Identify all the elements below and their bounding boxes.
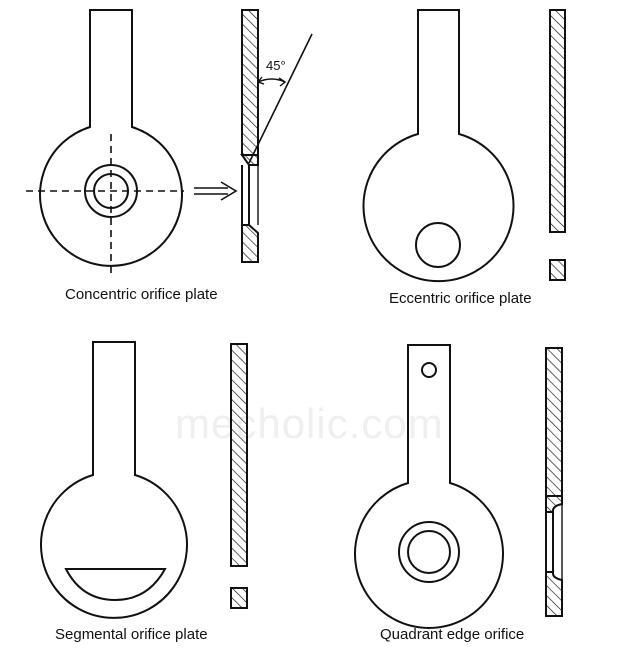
caption-eccentric: Eccentric orifice plate <box>389 290 532 307</box>
eccentric-plate-front <box>362 9 515 283</box>
flow-arrow-icon <box>194 181 238 201</box>
quadrant-small-hole <box>421 362 437 378</box>
bevel-extension-line <box>248 33 313 164</box>
bevel-angle-label: 45° <box>266 58 286 73</box>
caption-quadrant: Quadrant edge orifice <box>380 626 525 643</box>
quadrant-bore-outer <box>398 521 460 583</box>
concentric-plate-section <box>240 9 313 263</box>
quadrant-plate-section <box>545 347 563 617</box>
segmental-plate-front <box>40 341 188 619</box>
eccentric-bore <box>415 222 461 268</box>
caption-segmental: Segmental orifice plate <box>55 626 208 643</box>
quadrant-bore-inner <box>407 530 451 574</box>
segmental-opening <box>64 568 167 602</box>
eccentric-plate-section <box>549 9 566 281</box>
caption-concentric: Concentric orifice plate <box>65 286 218 303</box>
concentric-plate-front <box>26 9 184 278</box>
watermark: mecholic.com <box>175 400 444 447</box>
segmental-plate-section <box>230 343 248 609</box>
quadrant-plate-front <box>354 344 504 629</box>
